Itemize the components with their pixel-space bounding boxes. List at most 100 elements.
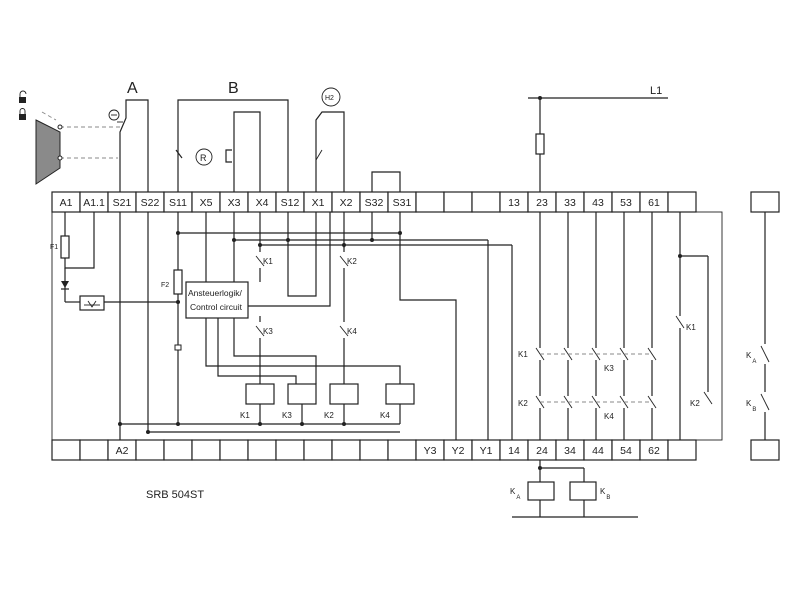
output-k2-label: K2 <box>518 399 528 408</box>
terminal-top-label: 33 <box>564 197 576 209</box>
terminal-bottom-label: Y2 <box>452 445 465 457</box>
terminal-top-label: X2 <box>340 197 353 209</box>
output-k1-label: K1 <box>518 350 528 359</box>
module-body <box>51 211 723 441</box>
channel-b-wiring <box>175 99 289 192</box>
terminal-top-label: X3 <box>228 197 241 209</box>
terminal-bottom-cell <box>387 439 417 461</box>
terminal-bottom-cell <box>219 439 249 461</box>
coil-k4 <box>385 383 415 405</box>
external-relay-strip <box>750 191 780 461</box>
model-label: SRB 504ST <box>146 489 204 501</box>
terminal-top-cell <box>415 191 445 213</box>
contact-k1-label: K1 <box>263 257 273 266</box>
output-contact-marks <box>535 315 713 409</box>
terminal-bottom-cell <box>331 439 361 461</box>
lock-icon <box>19 108 26 120</box>
terminal-bottom-label: 34 <box>564 445 576 457</box>
fuse-f1-label: F1 <box>50 244 58 251</box>
channel-b-label: B <box>228 80 239 97</box>
safety-switch <box>35 111 120 185</box>
internal-wiring <box>60 212 709 440</box>
contact-k2-label: K2 <box>347 257 357 266</box>
load-ka-label: KA <box>510 487 520 501</box>
terminal-bottom-label: A2 <box>116 445 129 457</box>
terminal-bottom-cell <box>79 439 109 461</box>
reset-label: R <box>200 153 207 163</box>
contact-blade <box>675 315 685 329</box>
terminal-bottom-label: 54 <box>620 445 632 457</box>
terminal-bottom-label: 44 <box>592 445 604 457</box>
terminal-bottom-label: Y1 <box>480 445 493 457</box>
terminal-bottom-cell <box>163 439 193 461</box>
terminal-top-cell <box>471 191 501 213</box>
terminal-top-label: S12 <box>281 197 300 209</box>
terminal-top-label: A1 <box>60 197 73 209</box>
load-coils <box>512 460 638 518</box>
coil-k2 <box>329 383 359 405</box>
terminal-bottom-label: 24 <box>536 445 548 457</box>
coil-k3-label: K3 <box>282 411 292 420</box>
aux-k2-label: K2 <box>690 399 700 408</box>
relay-coils <box>245 383 415 405</box>
coil-k4-label: K4 <box>380 411 390 420</box>
terminal-top-cell <box>443 191 473 213</box>
terminal-top-label: S31 <box>393 197 412 209</box>
fuse-f2-label: F2 <box>161 282 169 289</box>
coil-k3 <box>287 383 317 405</box>
output-k3-label: K3 <box>604 364 614 373</box>
terminal-top-label: S22 <box>141 197 160 209</box>
terminal-top-label: A1.1 <box>83 197 105 209</box>
terminal-top-label: S21 <box>113 197 132 209</box>
terminal-top-cell <box>667 191 697 213</box>
lamp-h2 <box>315 87 345 192</box>
control-circuit-label-2: Control circuit <box>190 302 243 312</box>
unlock-icon <box>19 90 27 103</box>
terminal-top-label: S11 <box>169 197 187 209</box>
junction-dots <box>118 231 682 434</box>
contact-k4-label: K4 <box>347 327 357 336</box>
lamp-label: H2 <box>325 95 334 102</box>
terminal-top-label: X5 <box>200 197 213 209</box>
coil-k1 <box>245 383 275 405</box>
terminal-bottom-cell <box>667 439 697 461</box>
terminal-bottom-label: 62 <box>648 445 660 457</box>
terminal-top-label: 23 <box>536 197 548 209</box>
contact-blade <box>647 347 657 361</box>
terminal-bottom-label: Y3 <box>424 445 437 457</box>
s32-s31-bridge <box>371 171 401 192</box>
terminal-top-label: 61 <box>648 197 660 209</box>
channel-a-label: A <box>127 80 138 97</box>
terminal-top-label: X4 <box>256 197 269 209</box>
load-kb-label: KB <box>600 487 610 501</box>
terminal-top-label: X1 <box>312 197 325 209</box>
output-k4-label: K4 <box>604 412 614 421</box>
ext-kb-label: KB <box>746 399 756 413</box>
terminal-bottom-cell <box>191 439 221 461</box>
control-circuit-label-1: Ansteuerlogik/ <box>188 288 243 298</box>
aux-k1-label: K1 <box>686 323 696 332</box>
coil-k1-label: K1 <box>240 411 250 420</box>
contact-k3-label: K3 <box>263 327 273 336</box>
terminal-top-label: 13 <box>508 197 520 209</box>
supply-label: L1 <box>650 85 662 97</box>
terminal-strip-top: A1 A1.1 S21 S22 S11 X5 X3 X4 S12 X1 X2 S32 S31 13 23 33… <box>51 191 697 213</box>
channel-a-wiring <box>108 99 149 192</box>
terminal-bottom-label: 14 <box>508 445 520 457</box>
supply-l1 <box>528 96 668 192</box>
terminal-bottom-cell <box>275 439 305 461</box>
terminal-top-label: S32 <box>365 197 384 209</box>
terminal-strip-bottom: A2 Y3 Y2 Y1 14 24 34 44 54 62 <box>51 439 697 461</box>
terminal-bottom-cell <box>51 439 81 461</box>
control-circuit-box <box>185 281 249 319</box>
contact-blade <box>647 395 657 409</box>
terminal-bottom-cell <box>303 439 333 461</box>
terminal-top-label: 53 <box>620 197 632 209</box>
contact-blade <box>703 391 713 405</box>
terminal-bottom-cell <box>247 439 277 461</box>
terminal-bottom-cell <box>359 439 389 461</box>
ext-ka-label: KA <box>746 351 756 365</box>
coil-k2-label: K2 <box>324 411 334 420</box>
terminal-bottom-cell <box>135 439 165 461</box>
